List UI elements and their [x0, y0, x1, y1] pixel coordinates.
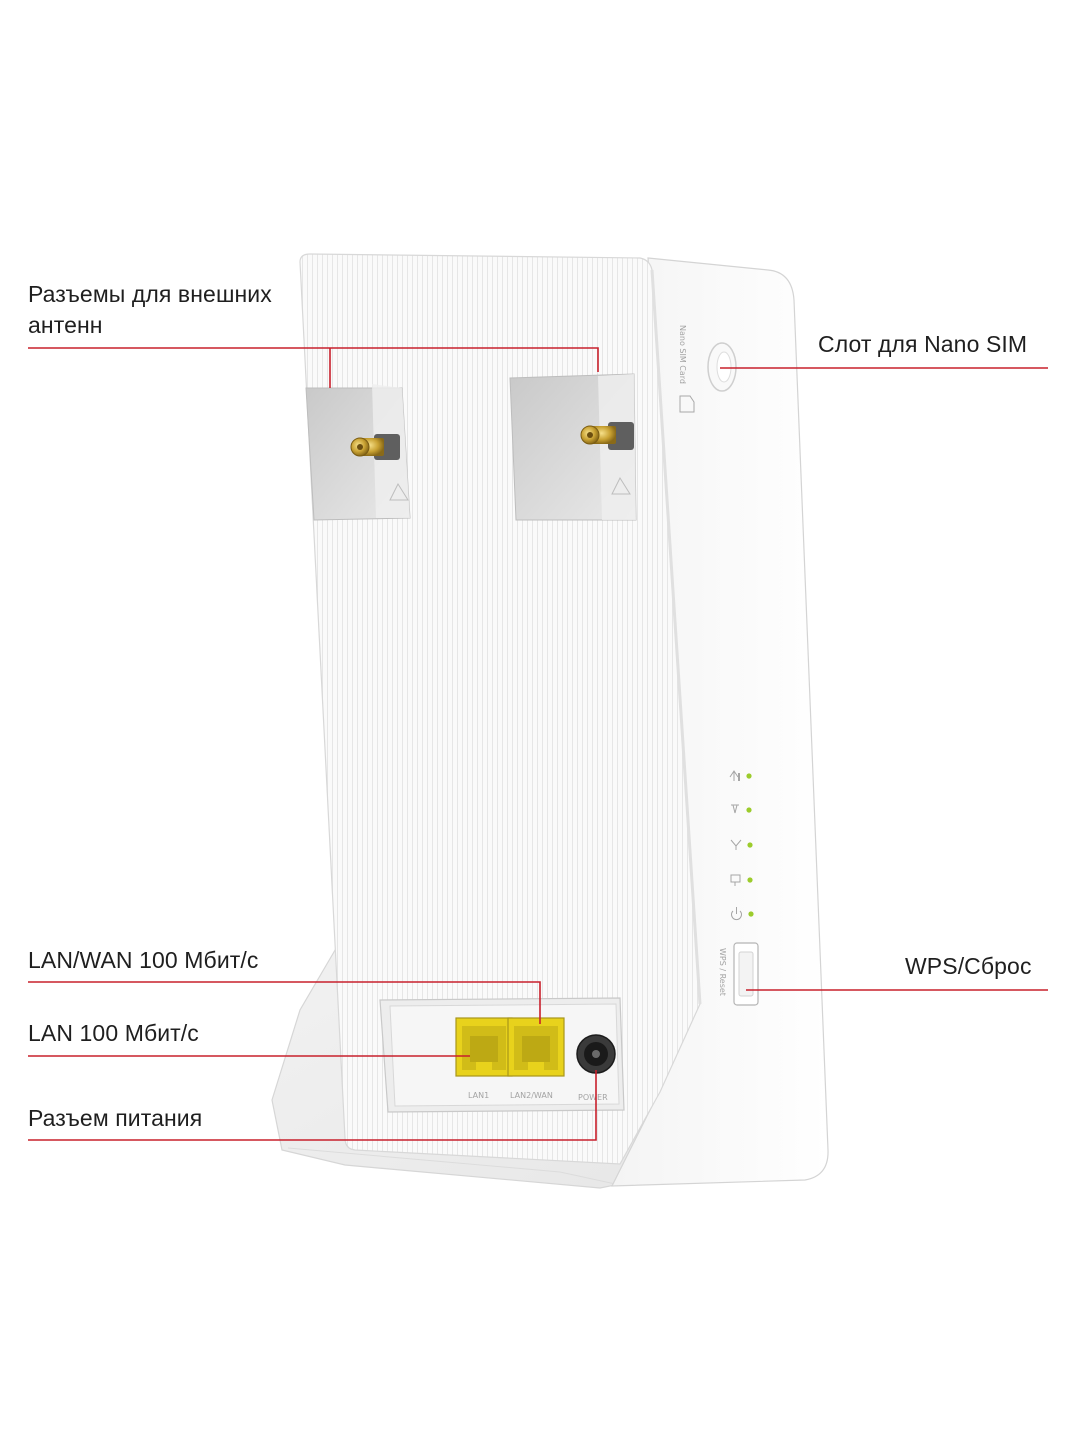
- callout-antenna-connectors: Разъемы для внешних антенн: [28, 281, 272, 338]
- antenna-port-right: [509, 373, 637, 521]
- sim-card-label: Nano SIM Card: [678, 325, 687, 384]
- nano-sim-slot: Nano SIM Card: [678, 325, 737, 413]
- wps-reset-button: WPS / Reset: [718, 942, 759, 1006]
- lan2-wan-port: LAN2/WAN: [507, 1017, 565, 1100]
- power-label: POWER: [578, 1093, 608, 1102]
- callout-wps-reset: WPS/Сброс: [905, 953, 1032, 979]
- leader-power: [28, 1070, 597, 1141]
- antenna-port-left: [305, 384, 411, 521]
- wps-reset-label: WPS / Reset: [718, 948, 727, 996]
- led-power: [748, 911, 754, 917]
- callout-lan-port: LAN 100 Мбит/с: [28, 1020, 199, 1046]
- lan2-wan-label: LAN2/WAN: [510, 1091, 553, 1100]
- power-icon: [731, 907, 754, 920]
- callout-power-jack: Разъем питания: [28, 1105, 203, 1131]
- led-wifi: [747, 842, 753, 848]
- callout-lan-wan-port: LAN/WAN 100 Мбит/с: [28, 947, 259, 973]
- leader-lan-wan: [28, 981, 541, 1024]
- lan-icon: [730, 874, 753, 886]
- internet-icon: [731, 804, 752, 814]
- leader-antenna: [28, 347, 599, 372]
- wifi-icon: [730, 839, 753, 850]
- signal-icon: [729, 770, 752, 781]
- led-lan: [747, 877, 753, 883]
- power-jack: POWER: [576, 1034, 616, 1102]
- callout-nano-sim-slot: Слот для Nano SIM: [818, 331, 1028, 357]
- leader-lines: [28, 347, 1048, 1141]
- lan1-label: LAN1: [468, 1091, 489, 1100]
- lan1-port: LAN1: [455, 1017, 513, 1100]
- led-indicators: [729, 770, 754, 920]
- led-signal: [746, 773, 752, 779]
- led-internet: [746, 807, 752, 813]
